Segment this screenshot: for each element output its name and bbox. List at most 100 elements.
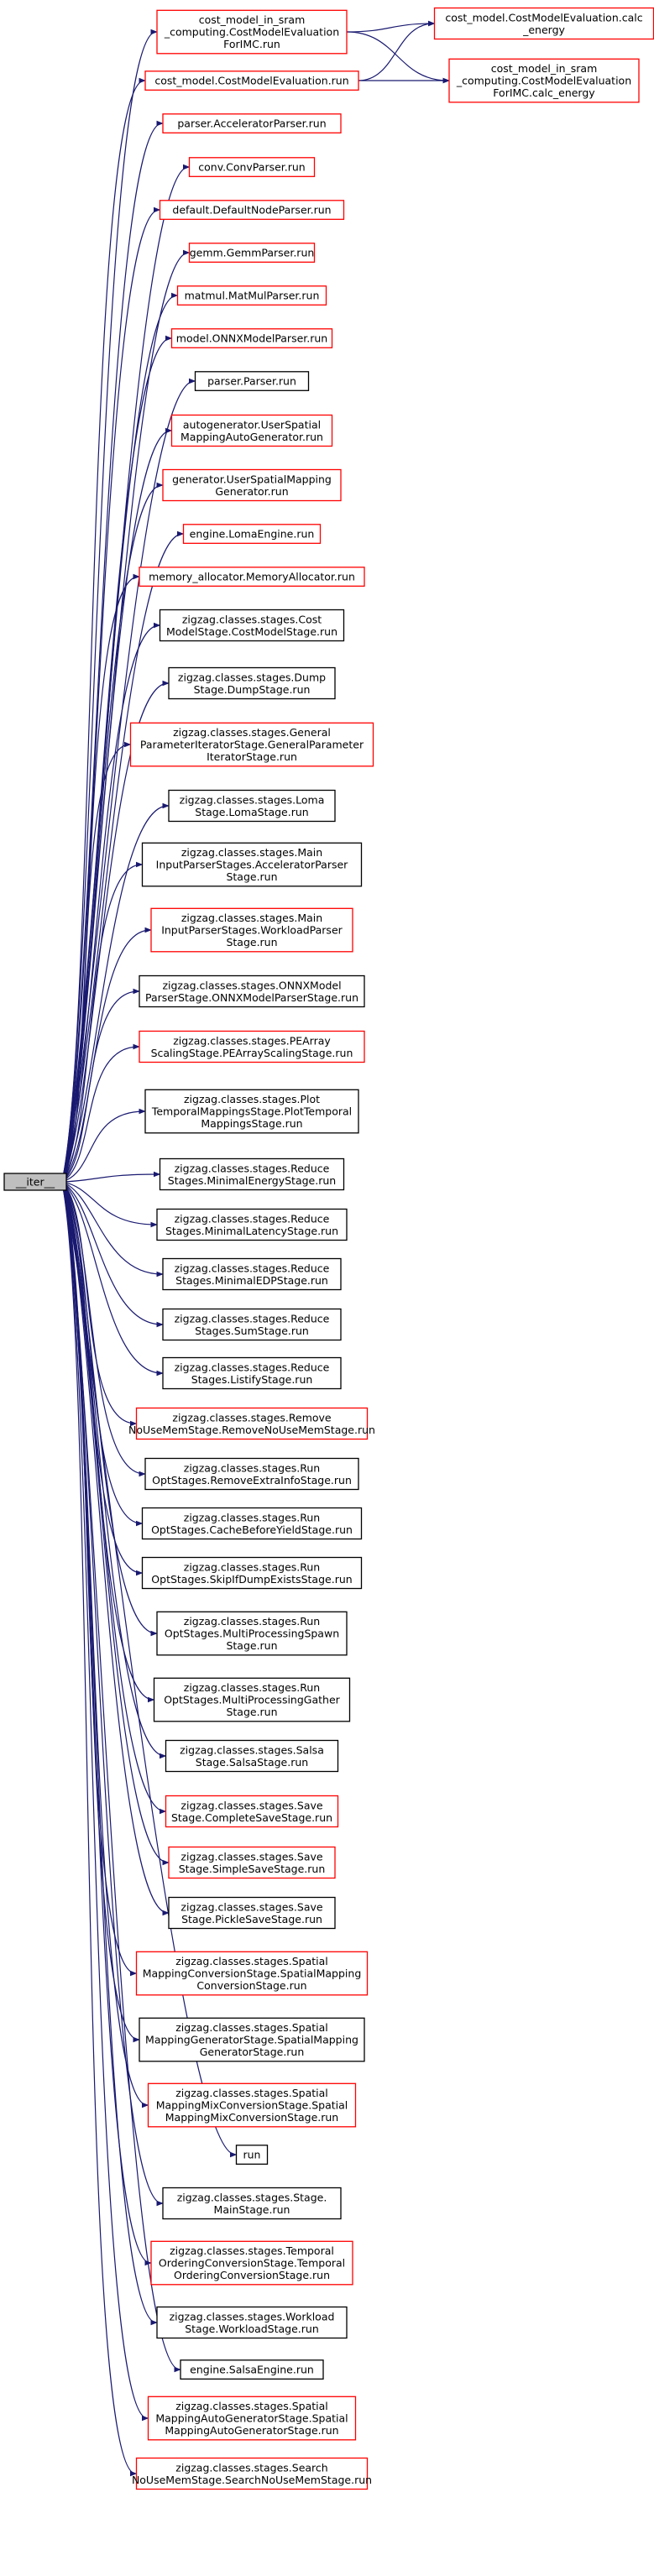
node-box[interactable] — [188, 243, 316, 263]
node-n7[interactable]: matmul.MatMulParser.run — [176, 285, 327, 306]
node-n44[interactable]: zigzag.classes.stages.WorkloadStage.Work… — [156, 2306, 348, 2339]
node-box[interactable] — [165, 1739, 339, 1773]
node-iter[interactable]: __iter__ — [3, 1173, 67, 1191]
node-box[interactable] — [129, 722, 374, 767]
node-n10[interactable]: autogenerator.UserSpatialMappingAutoGene… — [170, 414, 333, 447]
node-n28[interactable]: zigzag.classes.stages.RemoveNoUseMemStag… — [128, 1407, 375, 1440]
node-n40[interactable]: zigzag.classes.stages.SpatialMappingMixC… — [147, 2082, 357, 2128]
node-n32[interactable]: zigzag.classes.stages.RunOptStages.Multi… — [156, 1611, 348, 1656]
node-box[interactable] — [135, 2457, 369, 2490]
node-box[interactable] — [235, 2145, 269, 2165]
node-f1[interactable]: cost_model.CostModelEvaluation.calc_ener… — [433, 7, 654, 40]
node-n46[interactable]: zigzag.classes.stages.SpatialMappingAuto… — [147, 2396, 357, 2441]
node-n1[interactable]: cost_model_in_sram_computing.CostModelEv… — [156, 9, 348, 55]
node-box[interactable] — [162, 1356, 342, 1390]
node-n13[interactable]: memory_allocator.MemoryAllocator.run — [139, 567, 365, 587]
node-box[interactable] — [139, 974, 365, 1008]
node-n20[interactable]: zigzag.classes.stages.ONNXModelParserSta… — [139, 974, 365, 1008]
node-box[interactable] — [159, 1157, 345, 1191]
node-n33[interactable]: zigzag.classes.stages.RunOptStages.Multi… — [153, 1677, 351, 1722]
node-n19[interactable]: zigzag.classes.stages.MainInputParserSta… — [150, 907, 353, 953]
node-n9[interactable]: parser.Parser.run — [194, 371, 310, 391]
node-n18[interactable]: zigzag.classes.stages.MainInputParserSta… — [141, 842, 363, 887]
node-n35[interactable]: zigzag.classes.stages.SaveStage.Complete… — [165, 1795, 339, 1828]
node-box[interactable] — [153, 1677, 351, 1722]
node-n25[interactable]: zigzag.classes.stages.ReduceStages.Minim… — [162, 1257, 342, 1291]
node-box[interactable] — [139, 567, 365, 587]
node-box[interactable] — [139, 1030, 365, 1063]
node-box[interactable] — [144, 1457, 359, 1491]
node-box[interactable] — [170, 414, 333, 447]
node-box[interactable] — [176, 285, 327, 306]
node-box[interactable] — [135, 1951, 369, 1996]
node-box[interactable] — [3, 1173, 67, 1191]
node-box[interactable] — [162, 1257, 342, 1291]
node-n38[interactable]: zigzag.classes.stages.SpatialMappingConv… — [135, 1951, 369, 1996]
node-n43[interactable]: zigzag.classes.stages.TemporalOrderingCo… — [150, 2240, 353, 2286]
node-box[interactable] — [150, 2240, 353, 2286]
node-box[interactable] — [170, 328, 333, 348]
node-box[interactable] — [144, 1089, 359, 1134]
node-box[interactable] — [433, 7, 654, 40]
node-n30[interactable]: zigzag.classes.stages.RunOptStages.Cache… — [141, 1507, 363, 1540]
node-n37[interactable]: zigzag.classes.stages.SaveStage.PickleSa… — [168, 1896, 336, 1930]
node-box[interactable] — [141, 1556, 363, 1590]
node-box[interactable] — [182, 524, 322, 544]
node-n21[interactable]: zigzag.classes.stages.PEArrayScalingStag… — [139, 1030, 365, 1063]
node-f2[interactable]: cost_model_in_sram_computing.CostModelEv… — [448, 58, 640, 103]
node-box[interactable] — [156, 1208, 348, 1241]
node-n24[interactable]: zigzag.classes.stages.ReduceStages.Minim… — [156, 1208, 348, 1241]
node-n22[interactable]: zigzag.classes.stages.PlotTemporalMappin… — [144, 1089, 359, 1134]
node-box[interactable] — [159, 200, 345, 220]
node-n47[interactable]: zigzag.classes.stages.SearchNoUseMemStag… — [132, 2457, 372, 2490]
node-n45[interactable]: engine.SalsaEngine.run — [180, 2359, 324, 2380]
node-box[interactable] — [162, 468, 342, 502]
node-box[interactable] — [162, 2187, 342, 2220]
node-box[interactable] — [165, 1795, 339, 1828]
node-box[interactable] — [139, 2017, 365, 2062]
node-box[interactable] — [141, 1507, 363, 1540]
node-box[interactable] — [156, 1611, 348, 1656]
node-n17[interactable]: zigzag.classes.stages.LomaStage.LomaStag… — [168, 789, 336, 823]
node-n2[interactable]: cost_model.CostModelEvaluation.run — [144, 71, 359, 91]
node-n5[interactable]: default.DefaultNodeParser.run — [159, 200, 345, 220]
node-box[interactable] — [141, 842, 363, 887]
node-box[interactable] — [159, 609, 345, 642]
node-box[interactable] — [180, 2359, 324, 2380]
node-n16[interactable]: zigzag.classes.stages.GeneralParameterIt… — [129, 722, 374, 767]
node-n42[interactable]: zigzag.classes.stages.Stage.MainStage.ru… — [162, 2187, 342, 2220]
node-box[interactable] — [156, 9, 348, 55]
node-n27[interactable]: zigzag.classes.stages.ReduceStages.Listi… — [162, 1356, 342, 1390]
node-box[interactable] — [448, 58, 640, 103]
node-box[interactable] — [168, 789, 336, 823]
node-box[interactable] — [135, 1407, 369, 1440]
node-n41[interactable]: run — [235, 2145, 269, 2165]
node-n4[interactable]: conv.ConvParser.run — [188, 157, 316, 177]
node-box[interactable] — [168, 1846, 336, 1879]
node-n23[interactable]: zigzag.classes.stages.ReduceStages.Minim… — [159, 1157, 345, 1191]
node-n3[interactable]: parser.AcceleratorParser.run — [162, 113, 342, 133]
node-n39[interactable]: zigzag.classes.stages.SpatialMappingGene… — [139, 2017, 365, 2062]
node-n15[interactable]: zigzag.classes.stages.DumpStage.DumpStag… — [168, 666, 336, 700]
node-n11[interactable]: generator.UserSpatialMappingGenerator.ru… — [162, 468, 342, 502]
node-box[interactable] — [144, 71, 359, 91]
node-box[interactable] — [150, 907, 353, 953]
node-n29[interactable]: zigzag.classes.stages.RunOptStages.Remov… — [144, 1457, 359, 1491]
node-box[interactable] — [194, 371, 310, 391]
node-box[interactable] — [168, 1896, 336, 1930]
node-box[interactable] — [188, 157, 316, 177]
node-box[interactable] — [162, 1308, 342, 1341]
node-box[interactable] — [162, 113, 342, 133]
node-n6[interactable]: gemm.GemmParser.run — [188, 243, 316, 263]
node-box[interactable] — [147, 2396, 357, 2441]
node-box[interactable] — [168, 666, 336, 700]
node-box[interactable] — [156, 2306, 348, 2339]
node-n12[interactable]: engine.LomaEngine.run — [182, 524, 322, 544]
node-n26[interactable]: zigzag.classes.stages.ReduceStages.SumSt… — [162, 1308, 342, 1341]
node-box[interactable] — [147, 2082, 357, 2128]
node-n8[interactable]: model.ONNXModelParser.run — [170, 328, 333, 348]
node-n36[interactable]: zigzag.classes.stages.SaveStage.SimpleSa… — [168, 1846, 336, 1879]
node-n14[interactable]: zigzag.classes.stages.CostModelStage.Cos… — [159, 609, 345, 642]
node-n31[interactable]: zigzag.classes.stages.RunOptStages.SkipI… — [141, 1556, 363, 1590]
node-n34[interactable]: zigzag.classes.stages.SalsaStage.SalsaSt… — [165, 1739, 339, 1773]
